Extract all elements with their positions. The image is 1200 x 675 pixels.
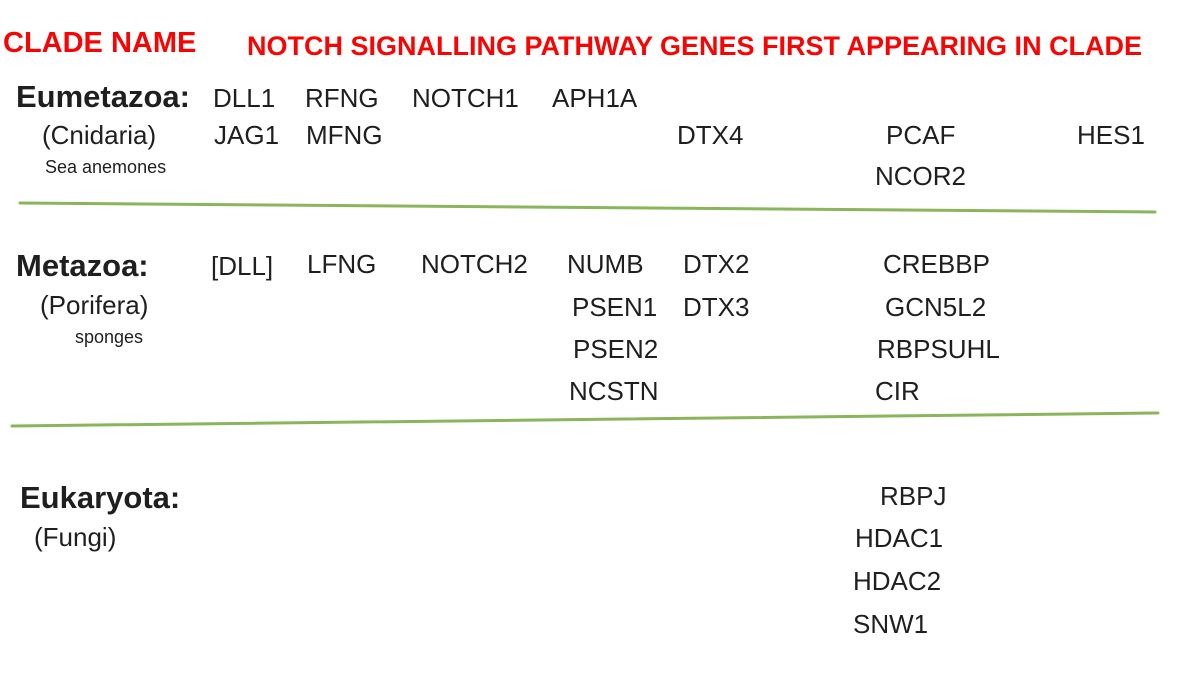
gene-rbpsuhl: RBPSUHL (877, 334, 1000, 364)
gene-gcn5l2: GCN5L2 (885, 292, 987, 322)
gene-ncstn: NCSTN (569, 376, 659, 406)
clade-subgroup-porifera: (Porifera) (40, 290, 149, 320)
clade-name-eukaryota: Eukaryota: (20, 480, 181, 515)
gene-crebbp: CREBBP (883, 249, 990, 279)
gene-hes1: HES1 (1077, 120, 1145, 150)
clade-subgroup-cnidaria: (Cnidaria) (42, 120, 157, 150)
gene-numb: NUMB (567, 249, 644, 279)
gene-aph1a: APH1A (552, 83, 638, 113)
gene-dll-bracket: [DLL] (211, 251, 274, 281)
gene-dtx4: DTX4 (677, 120, 744, 150)
gene-notch2: NOTCH2 (421, 249, 528, 279)
gene-rbpj: RBPJ (880, 481, 947, 511)
gene-dtx3: DTX3 (683, 292, 750, 322)
gene-psen2: PSEN2 (573, 334, 659, 364)
gene-dll1: DLL1 (213, 83, 276, 113)
gene-ncor2: NCOR2 (875, 161, 967, 191)
gene-psen1: PSEN1 (572, 292, 658, 322)
header-clade-name: CLADE NAME (3, 27, 197, 59)
gene-snw1: SNW1 (853, 609, 929, 639)
gene-cir: CIR (875, 376, 920, 406)
gene-notch1: NOTCH1 (412, 83, 519, 113)
gene-jag1: JAG1 (214, 120, 280, 150)
gene-hdac2: HDAC2 (853, 566, 942, 596)
header-title: NOTCH SIGNALLING PATHWAY GENES FIRST APP… (247, 31, 1143, 61)
gene-mfng: MFNG (306, 120, 383, 150)
gene-lfng: LFNG (307, 249, 377, 279)
clade-name-metazoa: Metazoa: (16, 248, 149, 283)
clade-common-sponges: sponges (75, 327, 144, 347)
gene-dtx2: DTX2 (683, 249, 750, 279)
gene-pcaf: PCAF (886, 120, 956, 150)
clade-common-sea-anemones: Sea anemones (45, 157, 167, 177)
gene-hdac1: HDAC1 (855, 523, 944, 553)
clade-name-eumetazoa: Eumetazoa: (16, 79, 190, 114)
gene-rfng: RFNG (305, 83, 379, 113)
clade-subgroup-fungi: (Fungi) (34, 522, 117, 552)
